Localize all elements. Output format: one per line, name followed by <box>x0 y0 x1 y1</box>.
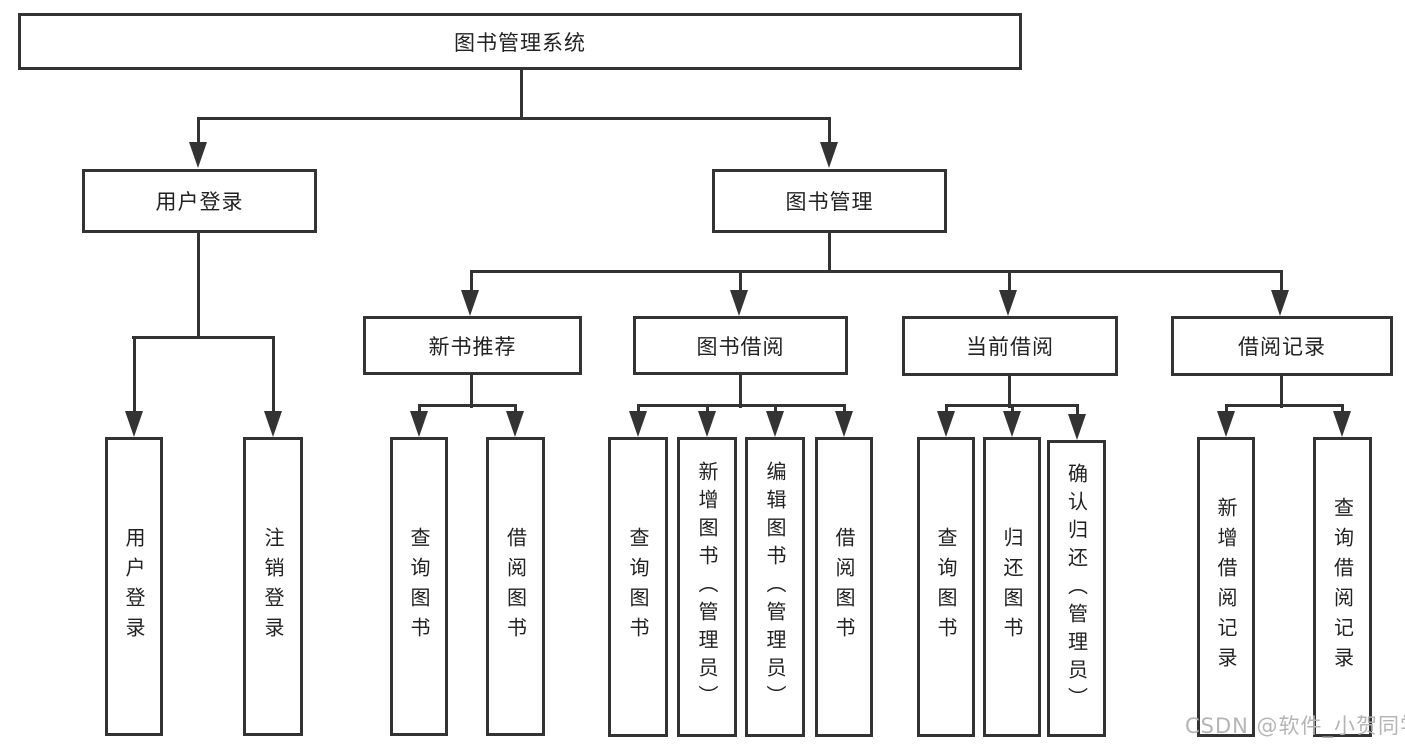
node-book-borrowing: 图书借阅 <box>633 316 848 375</box>
connector-line <box>470 374 473 408</box>
leaf-label: 编辑图书（管理员） <box>763 461 787 713</box>
arrow-down-icon <box>698 411 716 437</box>
connector-line <box>1280 375 1283 408</box>
leaf-label: 借阅图书 <box>832 527 856 647</box>
arrow-down-icon <box>1271 290 1289 316</box>
connector-line <box>739 374 742 408</box>
leaf-label: 查询借阅记录 <box>1330 497 1355 677</box>
connector-line <box>1341 404 1344 416</box>
leaf-query-borrow-record: 查询借阅记录 <box>1313 437 1372 737</box>
connector-line <box>1225 404 1228 416</box>
leaf-query-books-recommend: 查询图书 <box>390 437 448 736</box>
connector-line <box>514 404 517 416</box>
node-borrowing-records: 借阅记录 <box>1171 316 1393 376</box>
connector-line <box>197 233 200 339</box>
connector-line <box>197 117 200 147</box>
leaf-label: 确认归还（管理员） <box>1064 462 1089 715</box>
csdn-watermark: CSDN @软件_小贺同学 <box>1185 714 1405 738</box>
arrow-down-icon <box>461 290 479 316</box>
leaf-add-borrow-record: 新增借阅记录 <box>1197 437 1255 737</box>
node-label: 图书管理 <box>785 190 874 214</box>
leaf-label: 查询图书 <box>934 527 958 647</box>
leaf-edit-books-admin: 编辑图书（管理员） <box>745 437 805 737</box>
leaf-confirm-return-admin: 确认归还（管理员） <box>1047 440 1106 737</box>
leaf-user-login: 用户登录 <box>105 437 163 736</box>
connector-line <box>1011 404 1014 416</box>
leaf-label: 注销登录 <box>261 526 285 647</box>
arrow-down-icon <box>264 411 282 437</box>
arrow-down-icon <box>189 142 207 168</box>
leaf-logout: 注销登录 <box>243 437 303 736</box>
node-book-management: 图书管理 <box>712 169 947 233</box>
connector-line <box>637 404 640 416</box>
node-label: 用户登录 <box>155 190 244 214</box>
leaf-label: 借阅图书 <box>503 526 528 647</box>
node-current-borrowing: 当前借阅 <box>902 316 1118 376</box>
leaf-query-books-borrowing: 查询图书 <box>608 437 668 737</box>
connector-line <box>272 336 275 414</box>
connector-line <box>739 270 742 293</box>
leaf-query-books-current: 查询图书 <box>917 437 975 737</box>
arrow-down-icon <box>410 411 428 437</box>
arrow-down-icon <box>999 290 1017 316</box>
arrow-down-icon <box>125 411 143 437</box>
arrow-down-icon <box>1003 411 1021 437</box>
connector-line <box>418 404 421 416</box>
leaf-borrow-books: 借阅图书 <box>815 437 873 737</box>
leaf-borrow-books-recommend: 借阅图书 <box>486 437 545 736</box>
connector-line <box>197 117 831 120</box>
arrow-down-icon <box>506 411 524 437</box>
arrow-down-icon <box>835 411 853 437</box>
connector-line <box>1008 375 1011 408</box>
connector-line <box>1280 270 1283 293</box>
connector-line <box>132 336 275 339</box>
connector-line <box>828 233 831 273</box>
connector-line <box>706 404 709 416</box>
leaf-label: 查询图书 <box>626 527 650 647</box>
leaf-return-books: 归还图书 <box>983 437 1041 737</box>
node-label: 图书管理系统 <box>454 30 586 55</box>
connector-line <box>470 270 1283 273</box>
connector-line <box>1225 404 1344 407</box>
arrow-down-icon <box>1068 414 1086 440</box>
connector-line <box>1076 404 1079 416</box>
arrow-down-icon <box>937 411 955 437</box>
arrow-down-icon <box>730 290 748 316</box>
node-library-management-system: 图书管理系统 <box>18 13 1022 70</box>
connector-line <box>133 336 136 414</box>
leaf-label: 归还图书 <box>1000 527 1024 647</box>
node-user-login: 用户登录 <box>82 169 317 233</box>
connector-line <box>828 117 831 147</box>
leaf-label: 新增图书（管理员） <box>695 461 719 713</box>
connector-line <box>637 404 846 407</box>
node-new-book-recommendation: 新书推荐 <box>363 316 582 375</box>
leaf-label: 新增借阅记录 <box>1214 497 1238 677</box>
connector-line <box>520 68 523 120</box>
leaf-add-books-admin: 新增图书（管理员） <box>677 437 737 737</box>
arrow-down-icon <box>629 411 647 437</box>
node-label: 借阅记录 <box>1238 335 1326 359</box>
connector-line <box>1008 270 1011 293</box>
connector-line <box>470 270 473 293</box>
leaf-label: 用户登录 <box>122 526 146 647</box>
arrow-down-icon <box>820 142 838 168</box>
node-label: 新书推荐 <box>428 334 517 359</box>
arrow-down-icon <box>766 411 784 437</box>
connector-line <box>418 404 517 407</box>
connector-line <box>843 404 846 416</box>
node-label: 图书借阅 <box>696 334 785 359</box>
leaf-label: 查询图书 <box>407 526 431 647</box>
arrow-down-icon <box>1217 411 1235 437</box>
arrow-down-icon <box>1333 411 1351 437</box>
connector-line <box>945 404 948 416</box>
connector-line <box>774 404 777 416</box>
node-label: 当前借阅 <box>966 335 1054 359</box>
